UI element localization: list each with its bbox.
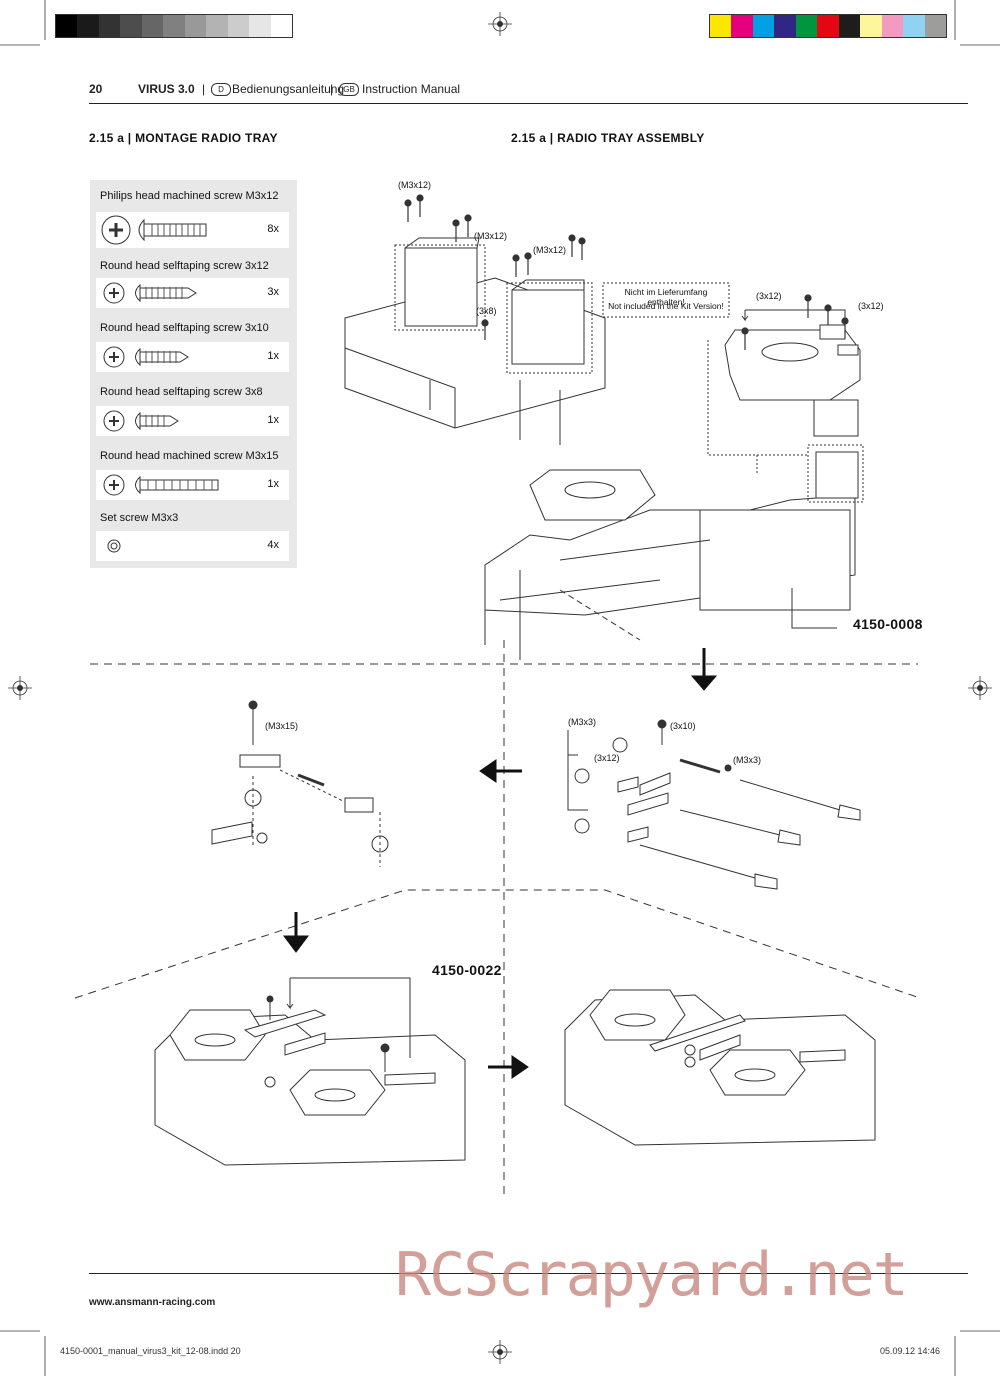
- flow-arrows: [283, 648, 718, 1079]
- print-date: 05.09.12 14:46: [880, 1346, 941, 1356]
- part-qty: 1x: [267, 478, 279, 490]
- part-row: 1x: [96, 470, 289, 500]
- callout-label: (3x8): [476, 306, 497, 316]
- grayscale-bar: [55, 14, 293, 38]
- color-swatch: [817, 15, 839, 37]
- parts-list: Philips head machined screw M3x12 8x Rou…: [90, 180, 297, 568]
- assembly-bottom-right: [564, 989, 876, 1146]
- callout-label: (M3x12): [398, 180, 432, 190]
- callout-label: (M3x15): [265, 721, 299, 731]
- part-name: Round head selftaping screw 3x12: [100, 260, 269, 272]
- lang-de-label: Bedienungsanleitung: [232, 82, 345, 96]
- header-rule: [89, 103, 968, 104]
- part-qty: 8x: [267, 223, 279, 235]
- website-link[interactable]: www.ansmann-racing.com: [89, 1297, 216, 1308]
- philips-screw-icon: [101, 215, 207, 245]
- color-swatch: [903, 15, 925, 37]
- callout-label: (M3x12): [474, 231, 508, 241]
- assembly-bottom-left: [154, 977, 466, 1166]
- selftaping-screw-icon: [103, 410, 179, 432]
- selftaping-screw-icon: [103, 346, 189, 368]
- linkage-left: [211, 700, 389, 867]
- lang-gb-badge: GB: [339, 83, 359, 96]
- page-number: 20: [89, 82, 103, 96]
- part-row: 4x: [96, 531, 289, 561]
- part-qty: 4x: [267, 539, 279, 551]
- section-title-en: 2.15 a | RADIO TRAY ASSEMBLY: [511, 131, 705, 145]
- callout-label: (3x10): [670, 721, 696, 731]
- color-bar: [709, 14, 947, 38]
- selftaping-screw-icon: [103, 282, 197, 304]
- header-separator: |: [202, 82, 206, 96]
- callout-label: (M3x3): [733, 755, 762, 765]
- lang-de-badge: D: [211, 83, 231, 96]
- part-name: Set screw M3x3: [100, 512, 179, 524]
- color-swatch: [774, 15, 796, 37]
- header-separator-2: |: [330, 82, 334, 96]
- part-qty: 1x: [267, 350, 279, 362]
- color-swatch: [881, 15, 904, 37]
- color-swatch: [924, 15, 946, 37]
- not-included-note-de: Nicht im Lieferumfang enthalten!: [624, 287, 708, 307]
- set-screw-icon: [107, 539, 121, 553]
- callout-label: (3x12): [858, 301, 884, 311]
- color-swatch: [731, 15, 753, 37]
- part-qty: 3x: [267, 286, 279, 298]
- part-qty: 1x: [267, 414, 279, 426]
- radio-tray-exploded: [344, 194, 864, 660]
- color-swatch: [795, 15, 818, 37]
- section-title-de: 2.15 a | MONTAGE RADIO TRAY: [89, 131, 278, 145]
- part-row: 3x: [96, 278, 289, 308]
- part-row: 1x: [96, 342, 289, 372]
- part-number-tray: 4150-0008: [853, 616, 923, 632]
- part-name: Round head machined screw M3x15: [100, 450, 279, 462]
- part-name: Round head selftaping screw 3x8: [100, 386, 263, 398]
- file-name: 4150-0001_manual_virus3_kit_12-08.indd 2…: [60, 1346, 241, 1356]
- not-included-note-en: Not included in the Kit Version!: [608, 301, 724, 311]
- callout-label: (3x12): [594, 753, 620, 763]
- callout-label: (M3x3): [568, 717, 597, 727]
- callout-label: (3x12): [756, 291, 782, 301]
- callout-label: (M3x12): [533, 245, 567, 255]
- part-row: 8x: [96, 212, 289, 248]
- color-swatch: [752, 15, 775, 37]
- machined-screw-icon: [103, 474, 219, 496]
- footer-rule: [89, 1273, 968, 1274]
- part-name: Round head selftaping screw 3x10: [100, 322, 269, 334]
- part-number-linkage: 4150-0022: [432, 962, 502, 978]
- color-swatch: [860, 15, 882, 37]
- lang-gb-label: Instruction Manual: [362, 82, 461, 96]
- color-swatch: [710, 15, 732, 37]
- watermark: RCScrapyard.net: [395, 1240, 909, 1310]
- part-name: Philips head machined screw M3x12: [100, 190, 279, 202]
- color-swatch: [838, 15, 861, 37]
- linkage-right: [567, 719, 861, 890]
- model-name: VIRUS 3.0: [138, 82, 195, 96]
- part-row: 1x: [96, 406, 289, 436]
